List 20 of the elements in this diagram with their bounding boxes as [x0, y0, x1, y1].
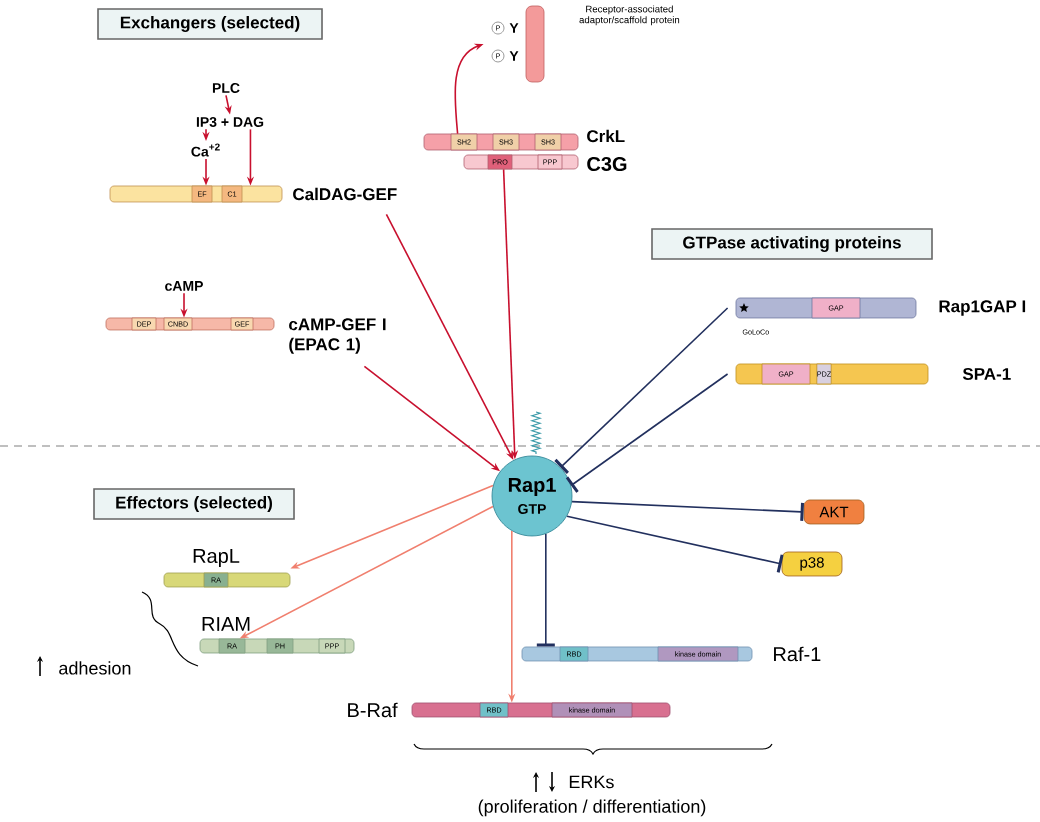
protein-name: CalDAG-GEF [293, 187, 397, 201]
heading-box: GTPase activating proteins [651, 228, 933, 260]
heading-box: Exchangers (selected) [97, 8, 323, 40]
protein-name: cAMP-GEF I (EPAC 1) [289, 318, 386, 354]
note-text: adhesion [59, 661, 131, 675]
note-text: ERKs [569, 775, 614, 789]
inhibition-line [571, 500, 804, 521]
protein-name: B-Raf [348, 702, 398, 718]
inhibition-line [536, 533, 555, 647]
protein-name: SPA-1 [962, 368, 1011, 380]
protein-name: Raf-1 [774, 646, 821, 662]
inhibition-line [554, 307, 729, 474]
protein-name: RIAM [202, 617, 250, 631]
protein-name: RapL [193, 549, 240, 567]
note-text: (proliferation / differentiation) [478, 799, 706, 817]
protein-name: CrkL [587, 129, 625, 143]
protein-name: Rap1GAP I [939, 300, 1026, 316]
inhibition-line [566, 515, 784, 573]
protein-name: C3G [587, 156, 627, 172]
heading-box: Effectors (selected) [93, 488, 295, 520]
